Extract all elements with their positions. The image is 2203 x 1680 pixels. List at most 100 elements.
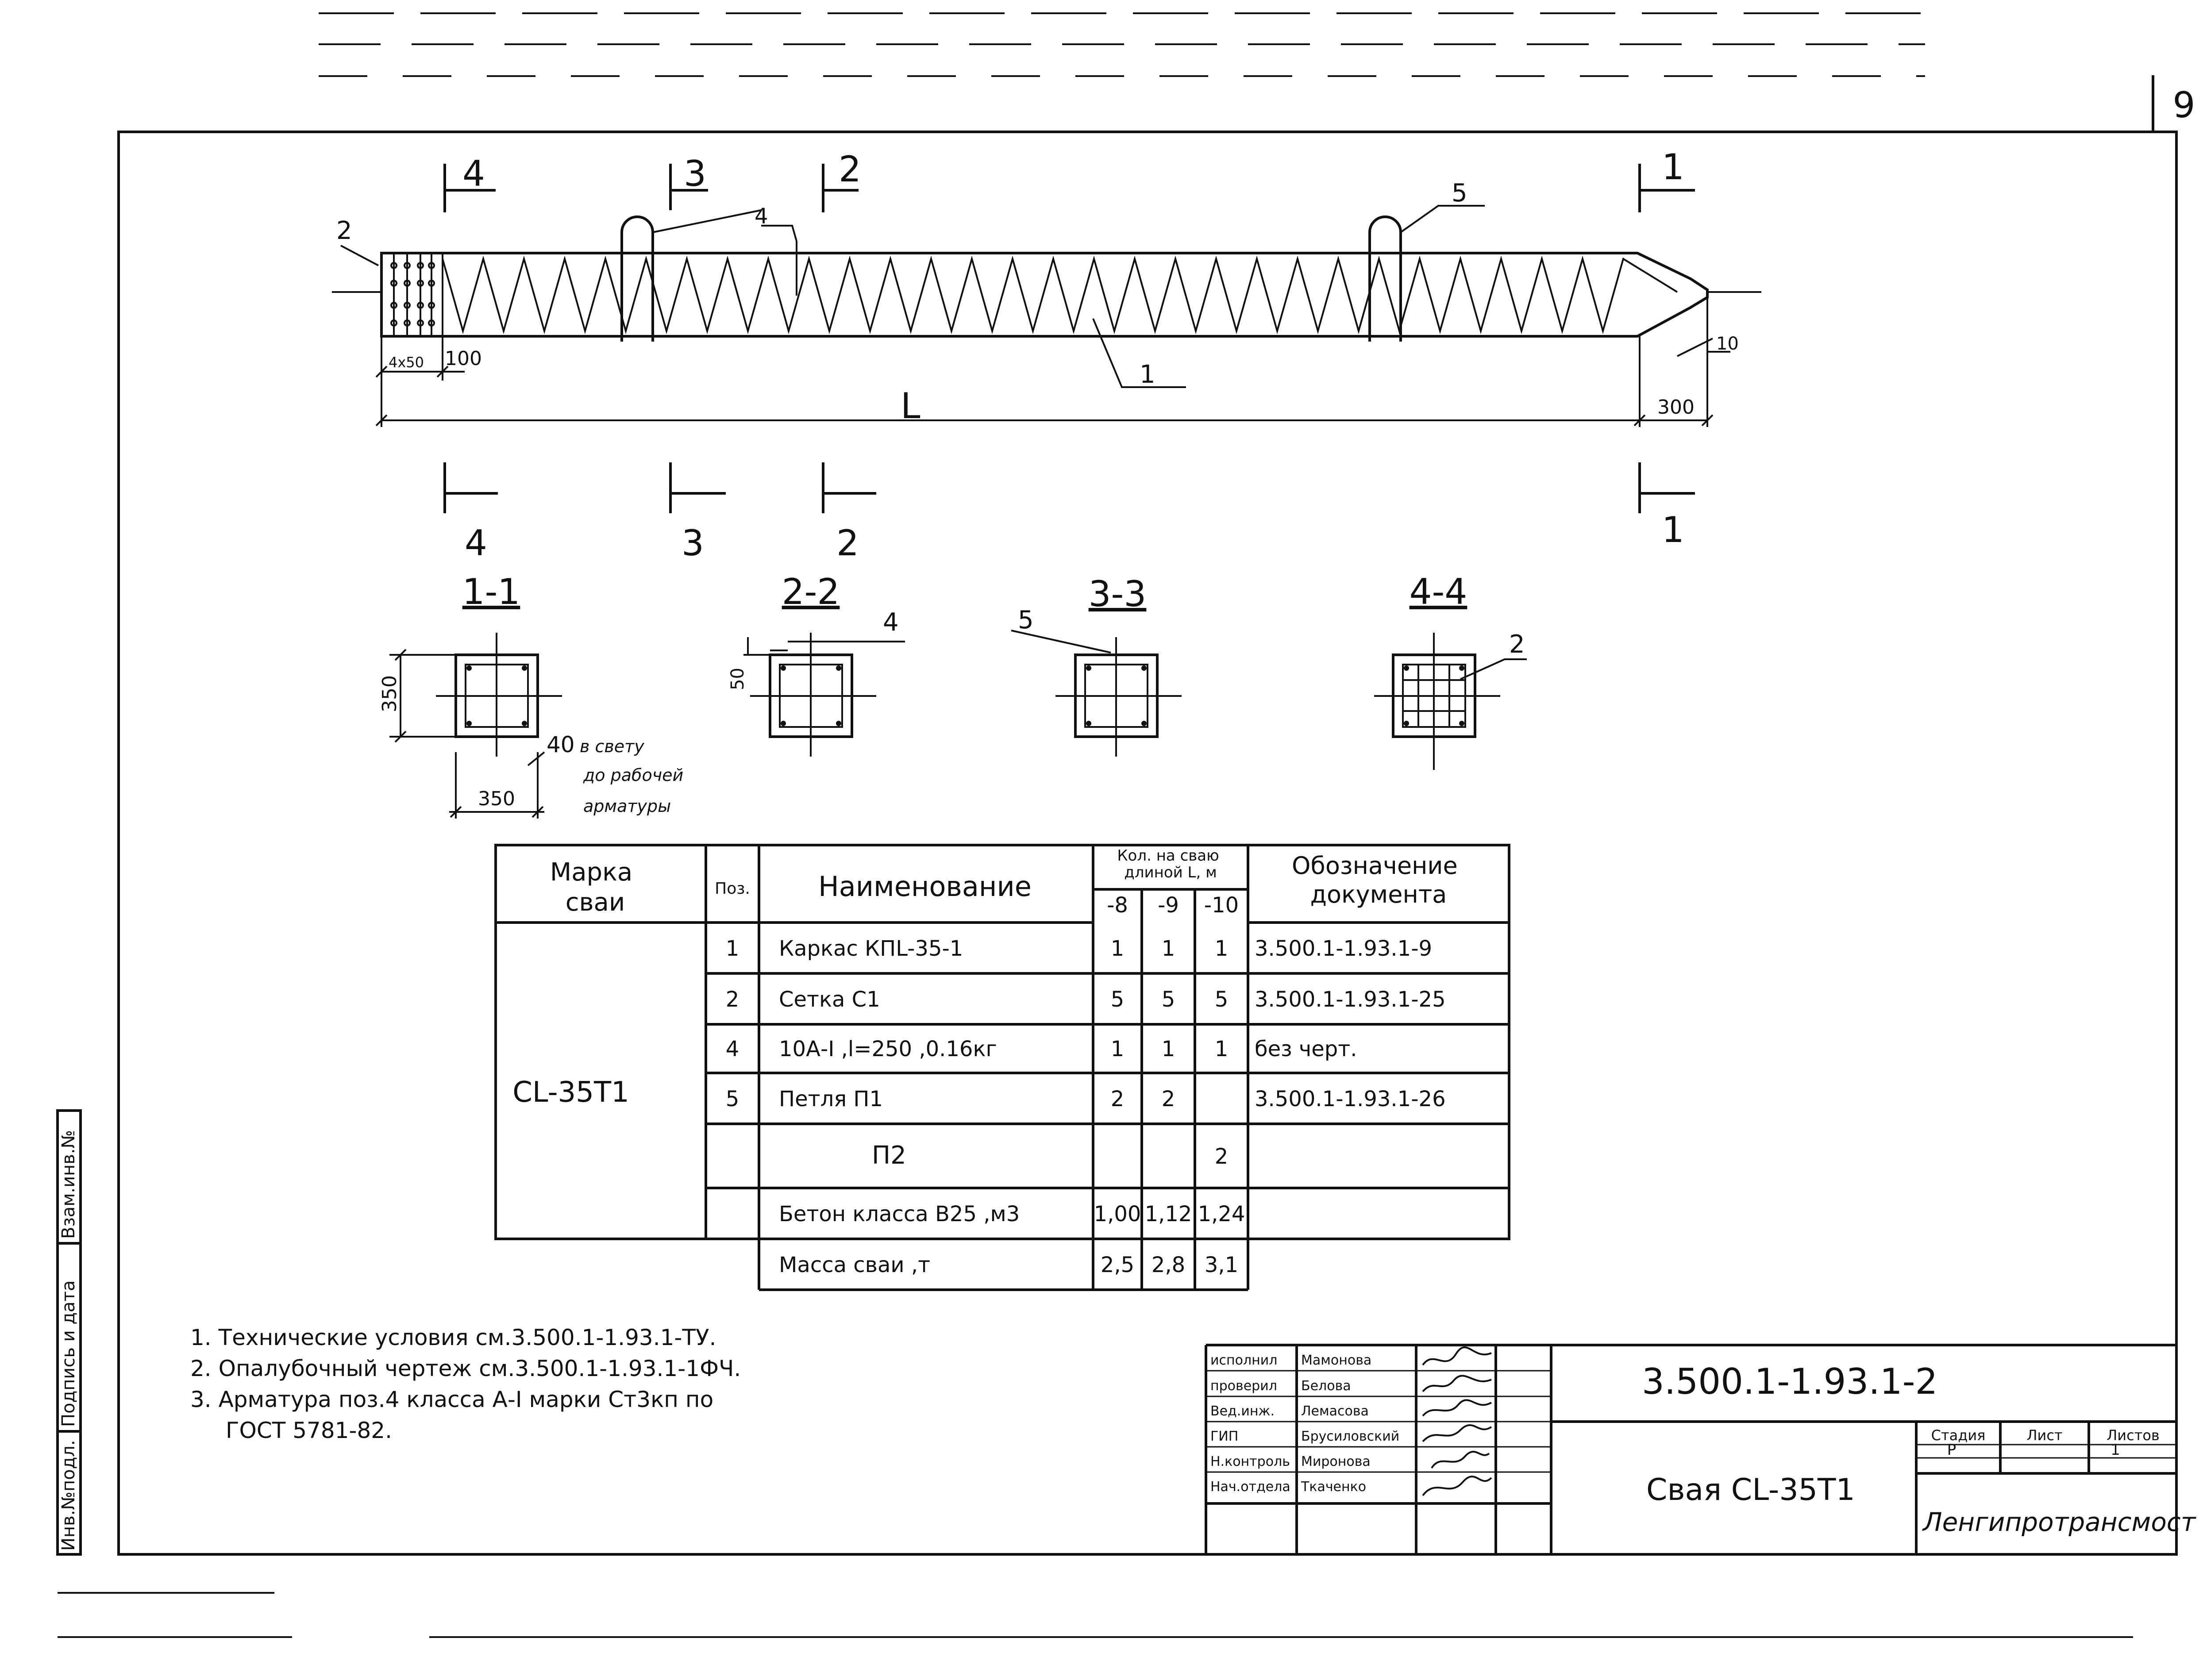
person-1-name: Белова [1301, 1378, 1351, 1394]
row-3-doc: 3.500.1-1.93.1-26 [1255, 1087, 1446, 1111]
note-3: 3. Арматура поз.4 класса А-I марки Ст3кп… [190, 1387, 713, 1412]
stage-label: Стадия [1931, 1427, 1986, 1444]
th-qty-10: -10 [1204, 893, 1239, 918]
row-4-q10: 2 [1215, 1144, 1229, 1169]
section-1-1-note-line-1: в свету [580, 737, 644, 756]
row-2-doc: без черт. [1255, 1037, 1357, 1061]
section-title-2-2: 2-2 [782, 571, 840, 612]
row-0-q10: 1 [1215, 936, 1229, 961]
row-0-pos: 1 [726, 936, 739, 961]
drawing-title: Свая CL-35T1 [1646, 1472, 1855, 1507]
mesh-end [390, 253, 443, 336]
leaders [340, 205, 1485, 388]
section-1-1-note-line-2: до рабочей [583, 765, 683, 785]
section-title-4-4: 4-4 [1410, 571, 1467, 612]
header-dashes [319, 12, 1925, 77]
row-2-q10: 1 [1215, 1037, 1229, 1061]
spiral-reinforcement [442, 255, 1678, 334]
dim-length: L [901, 385, 920, 427]
notes: 1. Технические условия см.3.500.1-1.93.1… [190, 1325, 741, 1443]
row-6-q10: 3,1 [1205, 1253, 1238, 1277]
row-2-q8: 1 [1111, 1037, 1125, 1061]
row-1-q8: 5 [1111, 987, 1125, 1012]
dim-tip-offset: 10 [1716, 334, 1739, 354]
section-title-1-1: 1-1 [462, 571, 520, 612]
row-6-q8: 2,5 [1101, 1253, 1134, 1277]
row-4-name: П2 [872, 1141, 906, 1170]
section-2-2-callout: 4 [883, 608, 899, 637]
section-mark-bottom-1: 1 [1662, 509, 1684, 550]
row-5-q8: 1,00 [1094, 1202, 1141, 1226]
row-6-name: Масса сваи ,т [779, 1253, 930, 1277]
specification-table: Марка сваи Поз. Наименование Кол. на сва… [494, 844, 1510, 1291]
section-1-1-dim-width: 350 [478, 788, 515, 810]
th-name: Наименование [818, 870, 1032, 903]
th-qty-8: -8 [1107, 893, 1128, 918]
row-1-name: Сетка С1 [779, 987, 880, 1012]
note-4: ГОСТ 5781-82. [226, 1418, 392, 1443]
th-mark-line1: Марка [550, 858, 632, 887]
dim-end-segment: 4x50 [389, 354, 424, 371]
row-5-name: Бетон класса В25 ,м3 [779, 1202, 1020, 1226]
section-1-1: 1-1 350 350 40 в свету до рабочей армату… [378, 571, 683, 819]
row-0-q8: 1 [1111, 936, 1125, 961]
row-1-pos: 2 [726, 987, 739, 1012]
person-5-role: Нач.отдела [1210, 1479, 1290, 1495]
row-0-doc: 3.500.1-1.93.1-9 [1255, 936, 1432, 961]
document-code: 3.500.1-1.93.1-2 [1642, 1361, 1937, 1402]
row-3-name: Петля П1 [779, 1087, 883, 1111]
th-qty-title: Кол. на сваю длиной L, м [1117, 847, 1224, 881]
sheet-frame [117, 75, 2178, 1556]
person-2-name: Лемасова [1301, 1403, 1369, 1419]
stamp-vzam-inv: Взам.инв.№ [58, 1130, 79, 1239]
th-mark: Марка сваи [550, 858, 640, 917]
callout-5: 5 [1452, 179, 1467, 208]
section-mark-top-4: 4 [462, 153, 485, 194]
row-5-q9: 1,12 [1145, 1202, 1192, 1226]
section-mark-top-3: 3 [684, 153, 706, 194]
person-2-role: Вед.инж. [1210, 1403, 1275, 1419]
spec-rows: 1 Каркас КПL-35-1 1 1 1 3.500.1-1.93.1-9 2 Сетк… [726, 936, 1446, 1277]
section-cuts [443, 164, 1695, 513]
pile-elevation: 2 4 5 1 4 3 2 1 4 3 2 1 [332, 146, 1761, 564]
signatures [1422, 1346, 1492, 1496]
person-1-role: проверил [1210, 1378, 1277, 1394]
left-stamp: Инв.№подл. Подпись и дата Взам.инв.№ [56, 1109, 82, 1556]
person-0-role: исполнил [1210, 1353, 1277, 1368]
section-4-4-callout: 2 [1509, 630, 1525, 659]
row-3-pos: 5 [726, 1087, 739, 1111]
section-1-1-note-line-3: арматуры [583, 796, 671, 816]
stamp-signature-date: Подпись и дата [58, 1280, 79, 1427]
row-2-name: 10А-I ,l=250 ,0.16кг [779, 1037, 997, 1061]
mark-value: CL-35T1 [512, 1076, 629, 1109]
callout-2: 2 [336, 216, 352, 245]
th-pos: Поз. [715, 880, 750, 898]
section-4-4: 4-4 2 [1374, 571, 1527, 770]
row-1-q10: 5 [1215, 987, 1229, 1012]
person-3-name: Брусиловский [1301, 1429, 1399, 1444]
section-2-2: 2-2 4 50 [728, 571, 905, 757]
row-2-pos: 4 [726, 1037, 739, 1061]
row-3-q8: 2 [1111, 1087, 1125, 1111]
section-1-1-clear-cover: 40 [547, 732, 575, 757]
dim-tip: 300 [1657, 396, 1695, 419]
person-3-role: ГИП [1210, 1429, 1238, 1444]
section-mark-bottom-4: 4 [465, 523, 487, 564]
note-2: 2. Опалубочный чертеж см.3.500.1-1.93.1-… [190, 1356, 741, 1381]
sheets-value: 1 [2111, 1441, 2120, 1459]
person-4-role: Н.контроль [1210, 1454, 1290, 1469]
sheet-number: 9 [2173, 85, 2195, 126]
person-4-name: Миронова [1301, 1454, 1371, 1469]
row-3-q9: 2 [1162, 1087, 1175, 1111]
section-title-3-3: 3-3 [1089, 573, 1147, 615]
section-3-3-callout: 5 [1018, 606, 1034, 634]
stage-value: Р [1947, 1441, 1957, 1459]
row-0-name: Каркас КПL-35-1 [779, 936, 963, 961]
th-doc: Обозначение документа [1292, 852, 1465, 908]
section-mark-bottom-2: 2 [836, 523, 859, 564]
section-mark-top-2: 2 [839, 149, 861, 190]
pile-outline [380, 252, 1709, 338]
